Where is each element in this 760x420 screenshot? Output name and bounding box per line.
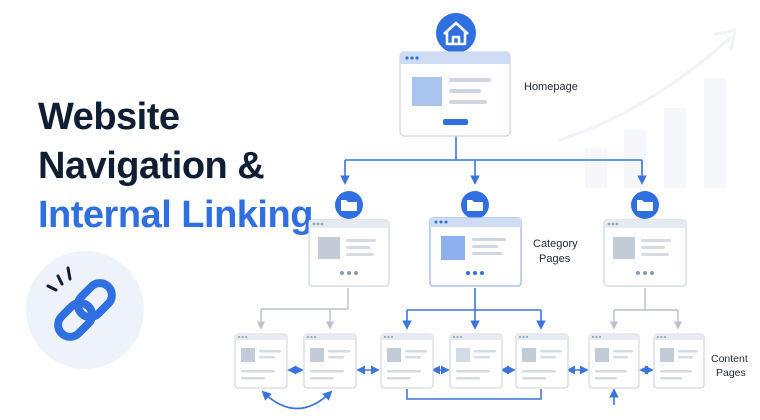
growth-bar-3 xyxy=(664,108,686,188)
homepage-label: Homepage xyxy=(524,81,578,93)
headline-line-2: Navigation & xyxy=(38,145,265,187)
category-node-2 xyxy=(429,191,522,287)
content-page-7 xyxy=(653,333,705,389)
chain-link-badge xyxy=(26,251,144,369)
homepage-card-image xyxy=(412,77,442,106)
homepage-card-header xyxy=(400,52,510,64)
folder-icon xyxy=(467,200,483,211)
growth-arrow-head xyxy=(714,28,737,51)
category-1-connectors xyxy=(256,288,349,330)
category-label-line-2: Pages xyxy=(539,253,571,265)
content-label-line-2: Pages xyxy=(716,367,746,379)
category-node-1 xyxy=(308,191,390,287)
homepage-node xyxy=(399,13,511,137)
curve-link-content-1-2 xyxy=(261,390,333,410)
chain-link-circle xyxy=(26,251,144,369)
headline-line-3: Internal Linking xyxy=(38,194,313,236)
content-page-5 xyxy=(515,333,569,389)
home-to-category-connectors xyxy=(340,136,647,185)
growth-bar-4 xyxy=(704,78,726,188)
growth-background xyxy=(558,28,737,188)
category-3-connectors xyxy=(609,288,683,330)
content-page-6 xyxy=(588,333,640,389)
content-bottom-links xyxy=(261,388,619,410)
content-page-3 xyxy=(380,333,434,389)
folder-icon xyxy=(341,200,357,211)
content-page-2 xyxy=(303,333,357,389)
growth-bar-2 xyxy=(624,130,646,188)
folder-icon xyxy=(637,200,653,211)
category-label-line-1: Category xyxy=(533,238,578,250)
growth-arrow-line xyxy=(558,36,732,142)
content-page-4 xyxy=(449,333,503,389)
content-label-line-1: Content xyxy=(711,353,748,365)
content-page-1 xyxy=(234,333,288,389)
growth-bar-1 xyxy=(585,148,607,188)
chain-link-icon xyxy=(54,279,116,341)
bracket-link-content-3-5 xyxy=(406,389,542,400)
home-icon xyxy=(443,21,469,46)
category-2-connectors xyxy=(402,288,546,330)
headline-line-1: Website xyxy=(38,96,180,138)
chain-spark-lines xyxy=(46,266,72,292)
home-badge xyxy=(436,13,476,53)
homepage-card-button xyxy=(443,119,468,125)
category-node-3 xyxy=(603,191,687,287)
